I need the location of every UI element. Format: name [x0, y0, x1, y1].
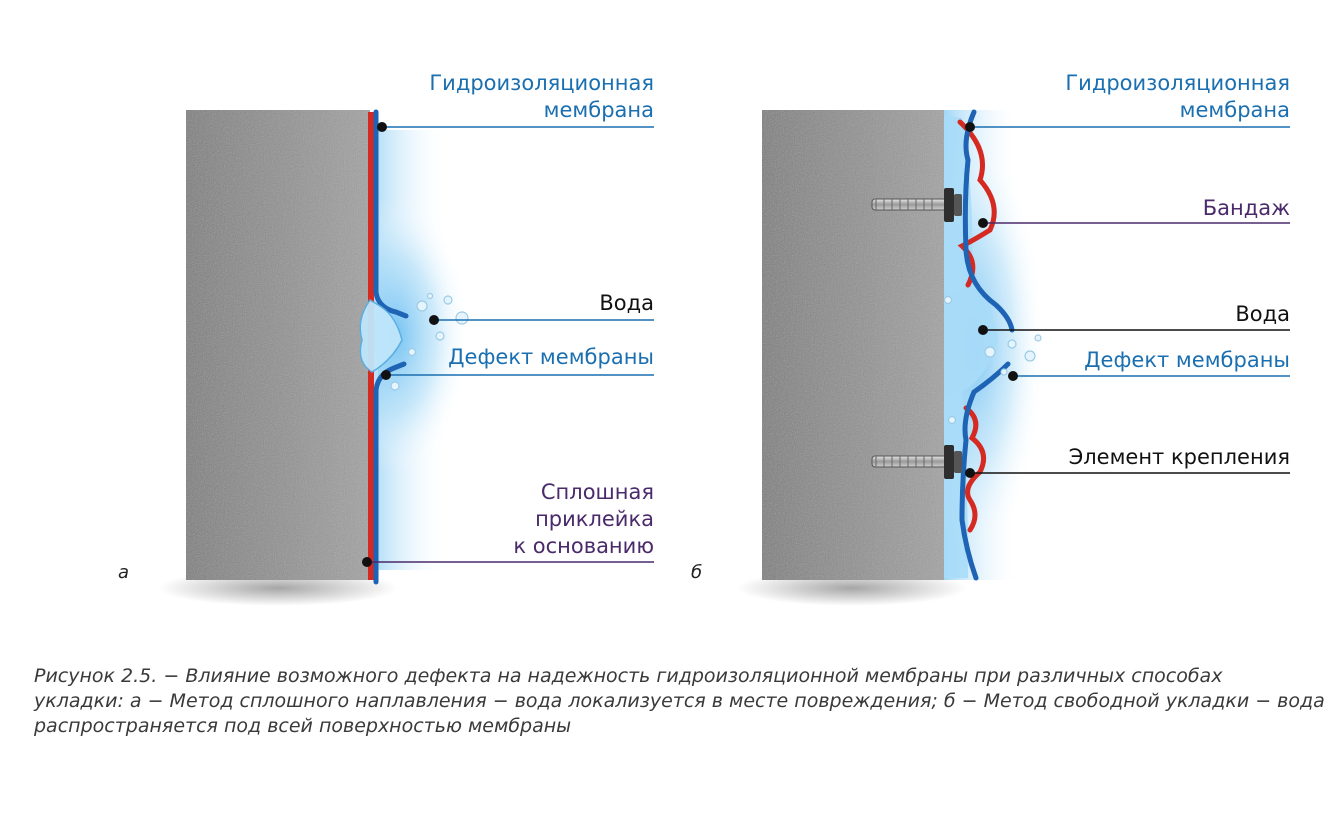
panel-b-label-bandage: Бандаж	[1202, 196, 1290, 220]
panel-a-label-bond: Сплошная приклейка к основанию	[513, 479, 654, 560]
caption-line-1: Рисунок 2.5. − Влияние возможного дефект…	[34, 665, 1223, 687]
panel-a-label-defect: Дефект мембраны	[448, 345, 654, 369]
panel-b-bandage-upper	[957, 119, 997, 288]
panel-b-fastener-upper	[871, 188, 962, 222]
panel-b-membrane	[959, 109, 1015, 581]
panel-a-dot-bond	[362, 557, 372, 567]
panel-a-droplets	[390, 292, 469, 391]
panel-a-label-bond-line3: к основанию	[513, 534, 654, 558]
panel-b-label-defect: Дефект мембраны	[1084, 348, 1290, 372]
panel-a-dot-water	[429, 315, 439, 325]
panel-a-dot-defect	[381, 370, 391, 380]
panel-b-dot-bandage	[978, 218, 988, 228]
panel-a-drawing	[158, 109, 654, 606]
panel-a-dot-membrane	[377, 122, 387, 132]
panel-b-dot-water	[978, 325, 988, 335]
panel-a-label-membrane-line1: Гидроизоляционная	[429, 71, 654, 95]
panel-b-label-fastener: Элемент крепления	[1068, 445, 1290, 469]
panel-a-defect-water	[359, 298, 403, 373]
panel-b-label-water: Вода	[1235, 302, 1290, 326]
panel-b-label-membrane: Гидроизоляционная мембрана	[1065, 70, 1290, 124]
panel-b-dot-defect	[1008, 371, 1018, 381]
panel-a-letter: а	[118, 562, 130, 583]
panel-a-label-bond-line1: Сплошная	[540, 480, 654, 504]
panel-b-droplets	[943, 295, 1042, 425]
panel-b-bandage-lower	[963, 405, 987, 533]
panel-a-label-water: Вода	[599, 291, 654, 315]
diagram-figure	[158, 109, 1290, 606]
panel-a-concrete-block	[186, 110, 370, 580]
panel-b-dot-fastener	[965, 468, 975, 478]
panel-b-letter: б	[691, 562, 703, 583]
panel-a-label-membrane-line2: мембрана	[543, 98, 654, 122]
panel-a-label-bond-line2: приклейка	[535, 507, 654, 531]
caption-line-2: укладки: а − Метод сплошного наплавления…	[34, 690, 1325, 712]
panel-b-dot-membrane	[965, 122, 975, 132]
panel-b-fastener-lower	[871, 445, 962, 479]
caption-line-3: распространяется под всей поверхностью м…	[34, 715, 572, 737]
panel-b-label-membrane-line1: Гидроизоляционная	[1065, 71, 1290, 95]
panel-b-label-membrane-line2: мембрана	[1179, 98, 1290, 122]
panel-a-label-membrane: Гидроизоляционная мембрана	[429, 70, 654, 124]
panel-b-drawing	[737, 109, 1290, 606]
panel-b-concrete-block	[762, 110, 944, 580]
figure-caption: Рисунок 2.5. − Влияние возможного дефект…	[34, 664, 1325, 739]
